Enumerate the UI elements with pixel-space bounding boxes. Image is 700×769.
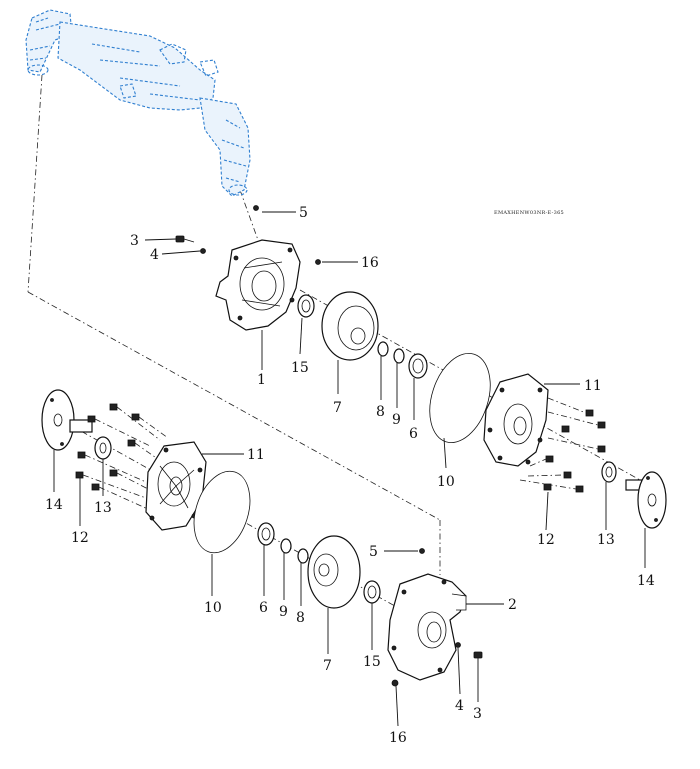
upper-cover-11 — [483, 373, 549, 467]
upper-plug-16 — [315, 259, 321, 265]
callout-upper-14: 14 — [637, 573, 655, 589]
upper-bolt-3 — [175, 235, 195, 243]
lower-plug-16 — [391, 679, 399, 687]
callout-upper-4: 4 — [150, 247, 159, 263]
callout-upper-8: 8 — [376, 404, 385, 420]
callout-lower-7: 7 — [323, 658, 332, 674]
callout-lower-8: 8 — [296, 610, 305, 626]
lower-oring-8 — [297, 548, 309, 564]
callout-upper-3: 3 — [130, 233, 139, 249]
callout-lower-4: 4 — [455, 698, 464, 714]
callout-lower-2: 2 — [508, 597, 517, 613]
callout-upper-16: 16 — [361, 255, 379, 271]
callout-lower-6: 6 — [259, 600, 268, 616]
callout-lower-14: 14 — [45, 497, 63, 513]
callout-lower-3: 3 — [473, 706, 482, 722]
callout-upper-9: 9 — [392, 412, 401, 428]
upper-diaphragm-7 — [321, 291, 379, 361]
callout-lower-9: 9 — [279, 604, 288, 620]
lower-diaphragm-7 — [307, 535, 361, 609]
upper-seat-15 — [297, 294, 315, 318]
lower-cover-11 — [145, 441, 207, 531]
callout-upper-6: 6 — [409, 426, 418, 442]
callout-upper-11: 11 — [584, 378, 602, 394]
callout-lower-10: 10 — [204, 600, 222, 616]
lower-seal-13 — [94, 436, 112, 460]
callout-lower-5: 5 — [369, 544, 378, 560]
callout-lower-16: 16 — [389, 730, 407, 746]
upper-seal-13 — [601, 461, 617, 483]
lower-bolt-3 — [473, 651, 483, 659]
lower-plug-5 — [419, 548, 425, 554]
callout-lower-15: 15 — [363, 654, 381, 670]
upper-plug-5 — [253, 205, 259, 211]
callout-upper-13: 13 — [597, 532, 615, 548]
lower-oring-9 — [280, 538, 292, 554]
leader-lines — [53, 211, 646, 727]
callout-upper-7: 7 — [333, 400, 342, 416]
upper-washer-4 — [200, 248, 206, 254]
callout-upper-5: 5 — [299, 205, 308, 221]
lower-washer-4 — [455, 642, 461, 648]
callout-labels: 5 3 4 16 1 15 7 8 9 6 10 11 12 13 14 14 … — [45, 205, 655, 746]
upper-plate-6 — [408, 353, 428, 379]
upper-housing-part-1 — [215, 239, 301, 331]
callout-lower-11: 11 — [247, 447, 265, 463]
manifold-outline — [25, 9, 251, 197]
lower-seat-15 — [363, 580, 381, 604]
upper-oring-10 — [429, 353, 491, 443]
upper-bolts-12 — [519, 397, 606, 493]
lower-housing-part-2 — [387, 573, 467, 681]
callout-lower-13: 13 — [94, 500, 112, 516]
callout-upper-15: 15 — [291, 360, 309, 376]
upper-shaft-14 — [625, 471, 667, 529]
lower-bolts-12 — [75, 403, 169, 511]
lower-plate-6 — [257, 522, 275, 546]
callout-lower-12: 12 — [71, 530, 89, 546]
callout-upper-10: 10 — [437, 474, 455, 490]
lower-oring-10 — [193, 470, 251, 554]
callout-upper-1: 1 — [257, 372, 266, 388]
lower-shaft-14 — [41, 389, 93, 451]
upper-oring-9 — [393, 348, 405, 364]
upper-oring-8 — [377, 341, 389, 357]
drawing-code: EMAXHENW03NR-E-365 — [494, 210, 564, 216]
callout-upper-12: 12 — [537, 532, 555, 548]
